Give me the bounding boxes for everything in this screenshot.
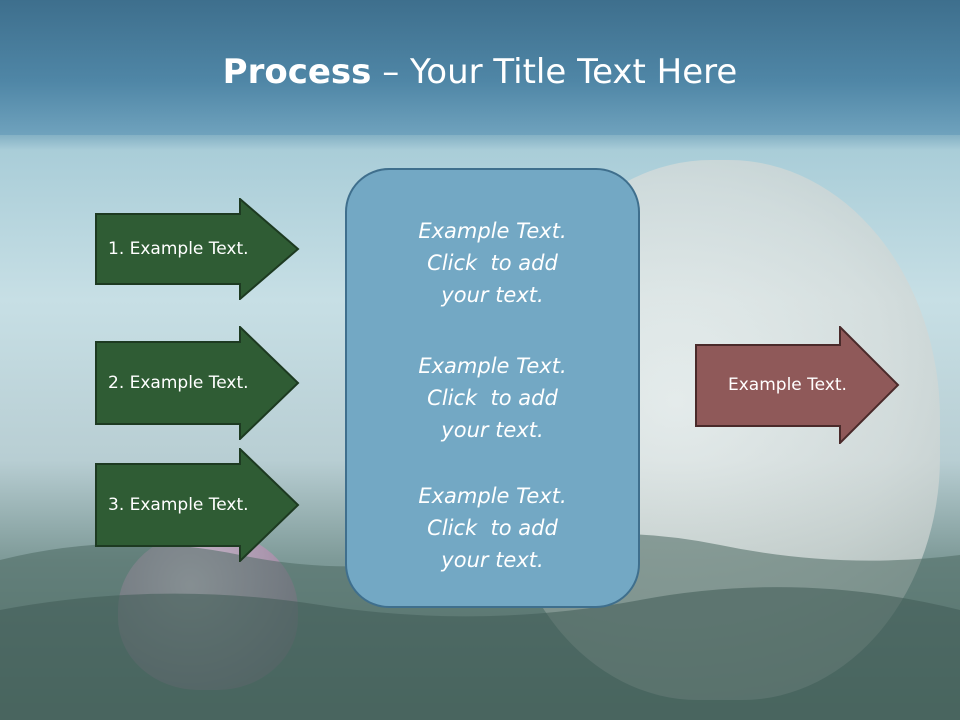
arrow-shape [95,326,300,440]
panel-block-2-line3: your text. [441,418,544,442]
left-arrow-2-label: 2. Example Text. [108,373,249,393]
arrow-shape [95,198,300,300]
right-arrow[interactable]: Example Text. [695,326,900,444]
panel-block-2-line2: Click to add [427,386,558,410]
panel-block-3-line2: Click to add [427,516,558,540]
title-bold: Process [222,52,372,92]
slide-title[interactable]: Process – Your Title Text Here [0,52,960,92]
panel-block-1-line2: Click to add [427,251,558,275]
panel-block-1-line1: Example Text. [418,219,567,243]
panel-block-3-line1: Example Text. [418,484,567,508]
left-arrow-3-label: 3. Example Text. [108,495,249,515]
panel-block-3-line3: your text. [441,548,544,572]
left-arrow-1-label: 1. Example Text. [108,239,249,259]
panel-text-block-1[interactable]: Example Text. Click to add your text. [347,215,638,311]
title-dash: – [371,52,411,92]
title-rest: Your Title Text Here [410,52,738,92]
center-text-panel[interactable]: Example Text. Click to add your text. Ex… [345,168,640,608]
left-arrow-2[interactable]: 2. Example Text. [95,326,300,440]
right-arrow-label: Example Text. [728,375,847,395]
panel-block-1-line3: your text. [441,283,544,307]
grass-decoration [0,533,960,720]
arrow-shape [695,326,900,444]
arrow-shape [95,448,300,562]
panel-block-2-line1: Example Text. [418,354,567,378]
title-band [0,0,960,135]
panel-text-block-2[interactable]: Example Text. Click to add your text. [347,350,638,446]
left-arrow-3[interactable]: 3. Example Text. [95,448,300,562]
panel-text-block-3[interactable]: Example Text. Click to add your text. [347,480,638,576]
left-arrow-1[interactable]: 1. Example Text. [95,198,300,300]
